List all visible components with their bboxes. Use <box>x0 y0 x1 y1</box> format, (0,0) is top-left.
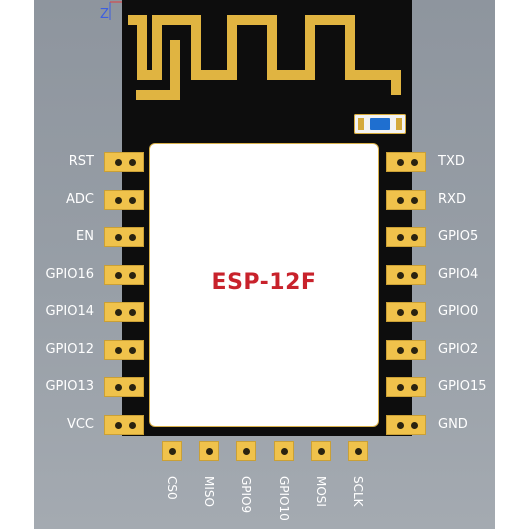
right-pin-pad <box>386 377 426 397</box>
left-pin-label: GPIO12 <box>45 342 94 357</box>
left-pin-label: RST <box>68 154 94 169</box>
bottom-pin-label: CS0 <box>165 476 179 500</box>
right-pin-label: RXD <box>438 192 466 207</box>
right-pin-label: GPIO0 <box>438 304 479 319</box>
bottom-pin-label: GPIO10 <box>277 476 291 521</box>
bottom-pin-pad <box>311 441 331 461</box>
right-pin-label: GPIO2 <box>438 342 479 357</box>
right-pin-pad <box>386 415 426 435</box>
right-pin-pad <box>386 302 426 322</box>
left-pin-pad <box>104 302 144 322</box>
bottom-pin-label: MOSI <box>314 476 328 507</box>
left-pin-label: VCC <box>66 417 94 432</box>
left-pin-label: EN <box>76 229 94 244</box>
left-frame-edge <box>0 0 34 529</box>
left-pin-label: ADC <box>66 192 94 207</box>
right-pin-label: GPIO15 <box>438 379 487 394</box>
left-pin-label: GPIO16 <box>45 267 94 282</box>
pcb-antenna-icon <box>128 15 401 100</box>
left-pin-pad <box>104 340 144 360</box>
left-pin-pad <box>104 265 144 285</box>
right-pin-pad <box>386 190 426 210</box>
left-pin-label: GPIO13 <box>45 379 94 394</box>
bottom-pin-pad <box>348 441 368 461</box>
bottom-pin-pad <box>236 441 256 461</box>
left-pin-pad <box>104 377 144 397</box>
bottom-pin-pad <box>274 441 294 461</box>
right-pin-label: GPIO5 <box>438 229 479 244</box>
right-pin-label: GPIO4 <box>438 267 479 282</box>
left-pin-pad <box>104 190 144 210</box>
bottom-pin-pad <box>199 441 219 461</box>
metal-shield <box>150 144 378 426</box>
right-pin-pad <box>386 227 426 247</box>
axis-z-label: Z <box>100 7 109 22</box>
left-pin-label: GPIO14 <box>45 304 94 319</box>
left-pin-pad <box>104 227 144 247</box>
right-pin-pad <box>386 340 426 360</box>
right-pin-label: GND <box>438 417 468 432</box>
right-frame-edge <box>495 0 529 529</box>
right-pin-label: TXD <box>438 154 465 169</box>
bottom-pin-label: GPIO9 <box>239 476 253 514</box>
right-pin-pad <box>386 265 426 285</box>
bottom-pin-label: MISO <box>202 476 216 507</box>
left-pin-pad <box>104 152 144 172</box>
module-name: ESP-12F <box>211 270 317 295</box>
bottom-pin-pad <box>162 441 182 461</box>
right-pin-pad <box>386 152 426 172</box>
bottom-pin-label: SCLK <box>351 476 365 507</box>
status-led <box>354 114 406 134</box>
left-pin-pad <box>104 415 144 435</box>
